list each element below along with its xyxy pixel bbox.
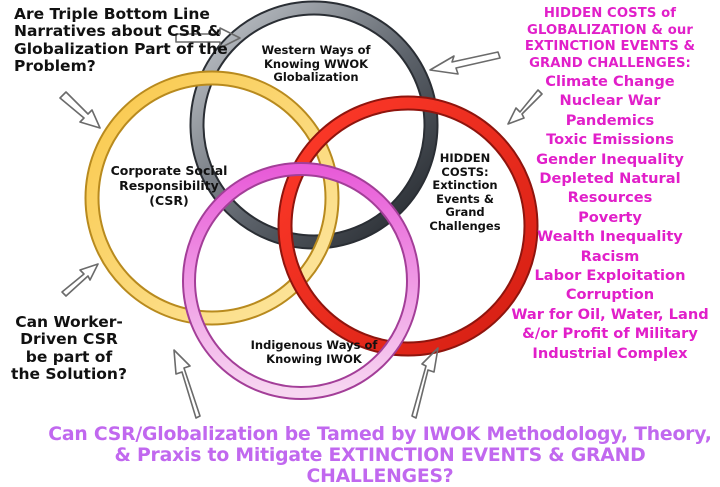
hidden-costs-list: HIDDEN COSTS of GLOBALIZATION & our EXTI…: [500, 6, 720, 363]
hidden-cost-item: Pandemics: [565, 111, 655, 129]
hidden-cost-item: Racism: [580, 247, 640, 265]
worker-driven-csr-question: Can Worker-Driven CSR be part of the Sol…: [11, 313, 127, 384]
hidden-cost-item: Toxic Emissions: [546, 131, 674, 149]
hidden-cost-item: War for Oil, Water, Land: [511, 305, 709, 323]
arrow-to-western-ring: [175, 27, 241, 49]
hidden-cost-item: Labor Exploitation: [534, 267, 686, 285]
hidden-costs-ring-inner: [279, 97, 537, 355]
csr-ring-inner: [86, 72, 338, 324]
hidden-cost-item: Nuclear War: [559, 92, 661, 110]
arrow-from-hidden-costs-list: [429, 51, 501, 75]
hidden-costs-heading-line: GRAND CHALLENGES:: [529, 55, 691, 71]
arrow-to-indigenous-ring-left: [173, 349, 201, 419]
triple-bottom-line-question: Are Triple Bottom Line Narratives about …: [14, 5, 228, 76]
hidden-costs-label: HIDDEN COSTS: Extinction Events & Grand …: [429, 151, 501, 233]
western-ways-ring-inner: [191, 2, 437, 248]
arrow-to-hidden-costs-ring: [507, 89, 543, 125]
arrow-to-csr-ring: [59, 91, 101, 129]
hidden-cost-item: Poverty: [578, 208, 642, 226]
hidden-cost-item: &/or Profit of Military: [522, 325, 698, 343]
hidden-costs-heading-line: HIDDEN COSTS of: [543, 6, 677, 21]
iwok-final-question: Can CSR/Globalization be Tamed by IWOK M…: [48, 424, 712, 487]
hidden-cost-item: Corruption: [565, 286, 655, 304]
arrow-from-worker-csr: [61, 263, 99, 297]
hidden-cost-item: Climate Change: [545, 73, 675, 90]
western-ways-label: Western Ways of Knowing WWOK Globalizati…: [261, 43, 371, 85]
hidden-cost-item: Depleted Natural: [539, 170, 681, 188]
hidden-cost-item: Gender Inequality: [536, 150, 684, 168]
hidden-cost-item: Industrial Complex: [532, 344, 688, 362]
csr-label: Corporate Social Responsibility (CSR): [110, 163, 228, 208]
hidden-cost-item: Wealth Inequality: [537, 228, 683, 246]
hidden-costs-heading-line: GLOBALIZATION & our: [527, 22, 693, 38]
indigenous-ways-label: Indigenous Ways of Knowing IWOK: [250, 338, 378, 366]
arrow-to-indigenous-ring-right: [411, 347, 439, 419]
hidden-cost-item: Resources: [567, 189, 653, 207]
hidden-costs-heading-line: EXTINCTION EVENTS &: [524, 39, 696, 54]
indigenous-ways-ring-inner: [184, 164, 418, 398]
